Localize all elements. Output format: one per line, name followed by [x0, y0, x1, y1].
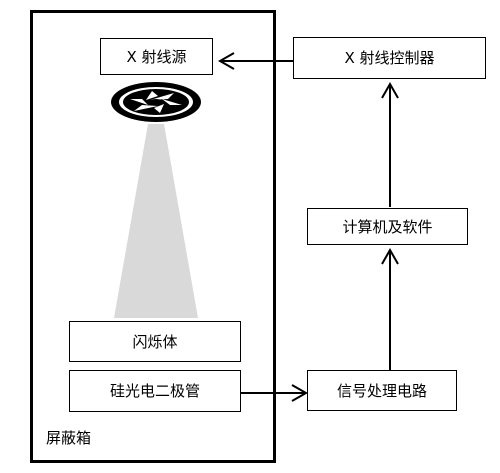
xray-source-label: X 射线源: [126, 47, 187, 66]
scintillator-label: 闪烁体: [132, 332, 178, 351]
arrow-controller-to-source: [217, 52, 293, 70]
scintillator-box: 闪烁体: [69, 321, 241, 362]
arrow-computer-to-controller: [381, 81, 399, 207]
signal-processing-box: 信号处理电路: [307, 370, 457, 411]
arrow-signal-to-computer: [381, 247, 399, 370]
camera-shutter-icon: [111, 82, 201, 122]
arrow-photodiode-to-signal: [241, 384, 309, 402]
xray-beam-cone: [114, 124, 198, 318]
shield-box-label: 屏蔽箱: [46, 429, 92, 447]
computer-software-box: 计算机及软件: [307, 208, 468, 245]
xray-controller-label: X 射线控制器: [344, 49, 435, 67]
xray-source-box: X 射线源: [100, 38, 213, 75]
xray-controller-box: X 射线控制器: [293, 37, 486, 79]
photodiode-box: 硅光电二极管: [69, 370, 241, 412]
computer-software-label: 计算机及软件: [342, 217, 433, 236]
photodiode-label: 硅光电二极管: [109, 382, 200, 400]
signal-processing-label: 信号处理电路: [336, 381, 427, 400]
shield-box: [30, 10, 276, 463]
